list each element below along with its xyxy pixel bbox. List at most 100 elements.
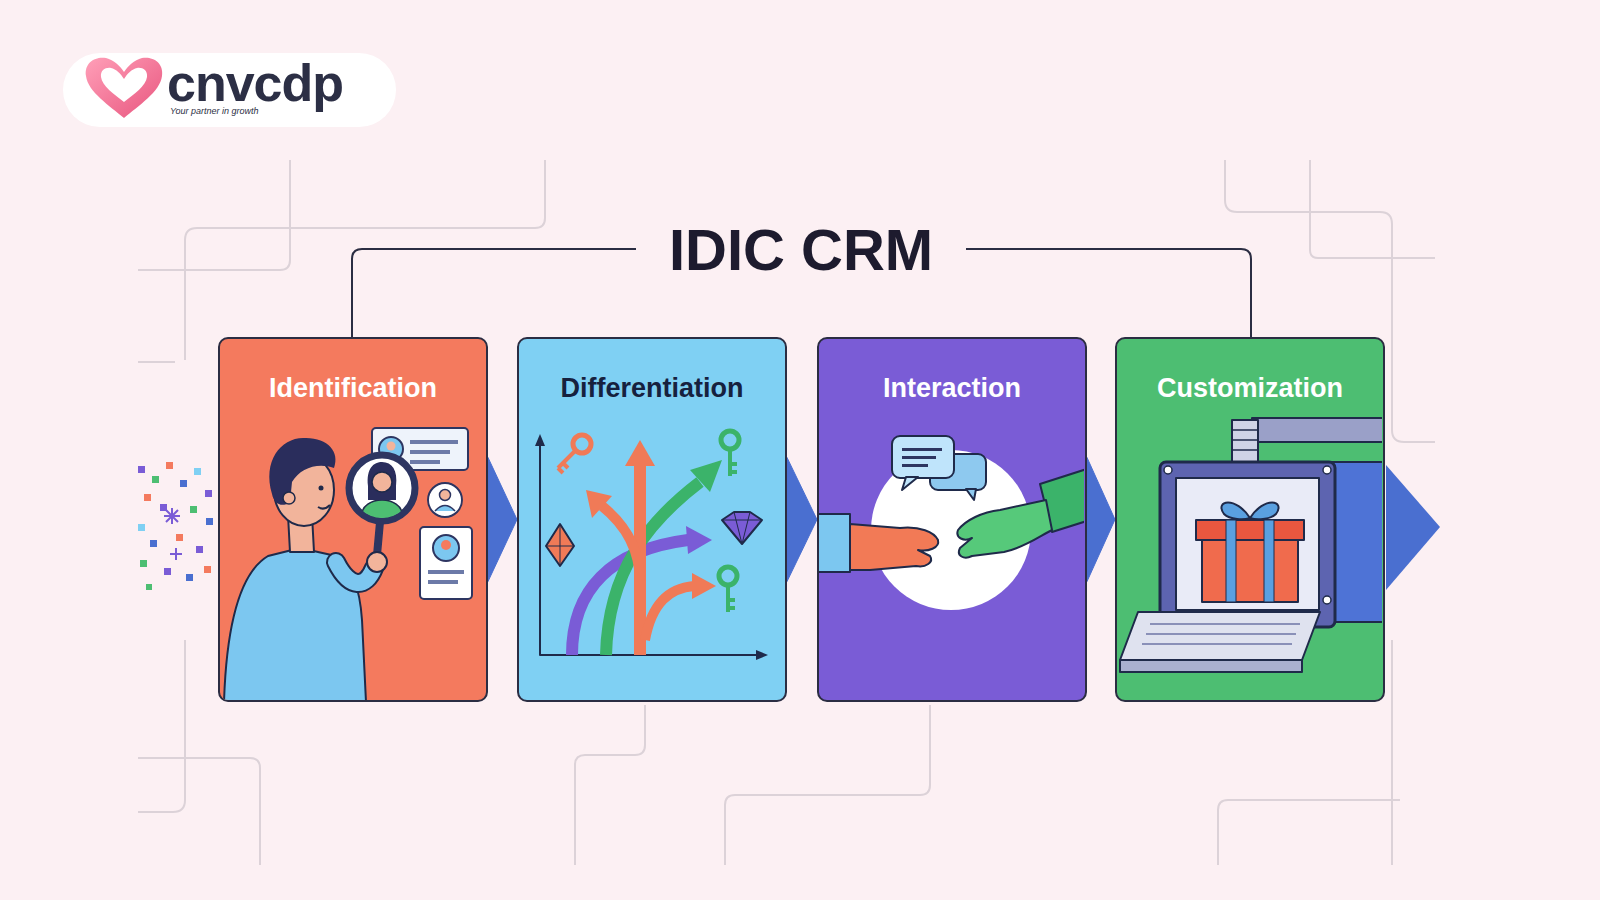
sparkle	[164, 508, 180, 524]
pixel	[176, 534, 183, 541]
pixel	[196, 546, 203, 553]
card-avatar-head	[387, 442, 396, 451]
box-heading: Identification	[269, 373, 437, 404]
pixel	[186, 574, 193, 581]
pixel	[146, 584, 152, 590]
diagram-title: IDIC CRM	[669, 215, 933, 285]
crystal	[546, 524, 574, 566]
arrow-head	[625, 440, 655, 466]
flow-arrow	[787, 458, 817, 582]
right-sleeve	[1040, 468, 1084, 532]
pixel	[204, 566, 211, 573]
pipe-ribs	[1232, 430, 1258, 450]
circuit-line	[1310, 160, 1435, 258]
pixel	[190, 506, 197, 513]
logo-heart	[86, 58, 162, 118]
pixel	[150, 540, 157, 547]
machine-frame	[1160, 462, 1335, 627]
circuit-line	[138, 361, 175, 363]
key-shaft	[728, 585, 735, 612]
purple-path	[572, 540, 688, 655]
logo-pill	[63, 53, 396, 127]
circuit-line	[138, 640, 185, 812]
bolt	[1164, 466, 1172, 474]
card-line	[410, 450, 450, 454]
side-unit	[1330, 462, 1382, 622]
logo-heart-inner	[101, 68, 147, 102]
right-hand	[957, 500, 1052, 558]
avatar-head	[440, 490, 451, 501]
crystal-facets	[546, 524, 574, 566]
axis-head	[756, 650, 768, 660]
pixel	[144, 494, 151, 501]
circuit-line	[575, 705, 645, 865]
orange-path	[634, 464, 646, 655]
circuit-line	[725, 705, 930, 865]
plus-mark	[170, 548, 182, 560]
green-path	[606, 482, 700, 655]
arrow-head	[690, 460, 722, 492]
brand-name: cnvcdp	[167, 57, 343, 109]
circuit-line	[1218, 800, 1400, 865]
person-mouth	[318, 505, 330, 509]
pipe-joint	[1232, 420, 1258, 466]
magnifier-lens	[349, 455, 415, 521]
orange-branch	[602, 506, 640, 582]
axis-head	[535, 434, 545, 446]
card-avatar	[379, 437, 403, 461]
gift-bow	[1250, 503, 1279, 520]
pixel-scatter	[138, 462, 213, 590]
bolt	[1323, 596, 1331, 604]
magnifier-handle	[376, 522, 380, 566]
pixel	[138, 466, 145, 473]
key-bow	[721, 431, 739, 449]
pixel	[152, 476, 159, 483]
gift-ribbon	[1264, 520, 1274, 602]
profile-card	[372, 428, 468, 470]
person-body	[224, 548, 366, 700]
brand-tagline: Your partner in growth	[170, 107, 259, 116]
arrow-head	[692, 573, 716, 599]
feed-pipe	[1252, 418, 1382, 442]
bracket-line	[966, 249, 1251, 337]
box-heading: Differentiation	[560, 373, 743, 404]
profile-card	[420, 527, 472, 599]
key-bow	[719, 567, 737, 585]
avatar-head	[372, 472, 392, 492]
differentiation-illustration	[535, 431, 768, 660]
key-bow	[573, 435, 591, 453]
box-heading: Interaction	[883, 373, 1021, 404]
left-hand	[850, 524, 938, 570]
avatar-hair	[368, 462, 397, 500]
card-avatar-head	[441, 540, 451, 550]
gem-facets	[722, 512, 762, 544]
gift-bow	[1221, 503, 1250, 520]
card-line	[428, 580, 458, 584]
bubble-tail	[966, 489, 976, 500]
customization-box: Customization	[1115, 337, 1385, 702]
person-ear	[283, 492, 295, 504]
person-hand	[367, 552, 387, 572]
circuit-lines	[138, 160, 1435, 865]
orange-branch	[645, 586, 694, 640]
identification-illustration	[224, 428, 472, 700]
pixel	[205, 490, 212, 497]
pixel	[194, 468, 201, 475]
pixel	[140, 560, 147, 567]
circuit-line	[185, 160, 545, 360]
interaction-illustration	[819, 436, 1084, 610]
gift-lid	[1196, 520, 1304, 540]
differentiation-box: Differentiation	[517, 337, 787, 702]
bubble-tail	[902, 477, 918, 490]
tray-lines	[1142, 624, 1300, 644]
pixel	[180, 480, 187, 487]
bubble-line	[902, 448, 942, 451]
lens-avatar	[362, 462, 402, 528]
flow-arrow	[1087, 458, 1115, 582]
identification-box: Identification	[218, 337, 488, 702]
person-neck	[288, 515, 314, 552]
chart-axes	[540, 442, 760, 655]
machine-window	[1176, 478, 1319, 610]
